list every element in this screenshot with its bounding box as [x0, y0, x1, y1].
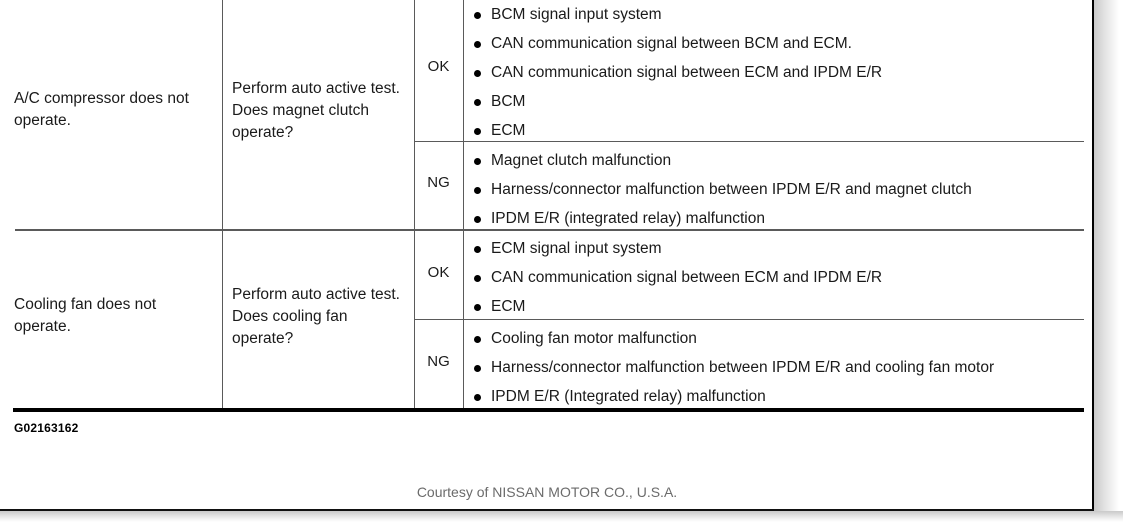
bullet-icon [474, 274, 481, 282]
symptom-cell-cooling-fan: Cooling fan does not operate. [14, 296, 157, 335]
cause-text: CAN communication signal between ECM and… [491, 64, 883, 81]
list-item: ECM [474, 116, 1084, 145]
page-bottom-border [0, 509, 1094, 511]
page-right-shadow [1094, 0, 1119, 511]
judgement-ok-row1: OK [427, 58, 450, 75]
row-divider [15, 229, 1084, 231]
column-divider-check-judgement [414, 0, 415, 411]
cause-text: CAN communication signal between BCM and… [491, 35, 852, 52]
column-divider-judgement-cause [463, 0, 464, 411]
cause-list-ng-row2: Cooling fan motor malfunction Harness/co… [474, 324, 1084, 411]
cause-text: ECM [491, 298, 526, 315]
bullet-icon [474, 393, 481, 401]
cause-text: Magnet clutch malfunction [491, 152, 672, 169]
bullet-icon [474, 40, 481, 48]
bullet-icon [474, 335, 481, 343]
page-bottom-shadow [0, 511, 1123, 522]
cause-list-ok-row1: BCM signal input system CAN communicatio… [474, 0, 1084, 145]
list-item: Harness/connector malfunction between IP… [474, 175, 1084, 204]
table-bottom-border [13, 408, 1084, 412]
list-item: IPDM E/R (integrated relay) malfunction [474, 204, 1084, 233]
symptom-cell-ac-compressor: A/C compressor does not operate. [14, 90, 189, 129]
ok-ng-divider-row2 [414, 319, 1084, 320]
bullet-icon [474, 215, 481, 223]
bullet-icon [474, 303, 481, 311]
list-item: BCM signal input system [474, 0, 1084, 29]
ok-ng-divider-row1 [414, 141, 1084, 142]
bullet-icon [474, 364, 481, 372]
page-right-border [1092, 0, 1094, 511]
list-item: BCM [474, 87, 1084, 116]
bullet-icon [474, 98, 481, 106]
check-item-cell-cooling-fan: Perform auto active test. Does cooling f… [232, 286, 400, 347]
judgement-ok-row2: OK [427, 264, 450, 281]
cause-text: BCM [491, 93, 526, 110]
cause-text: CAN communication signal between ECM and… [491, 269, 883, 286]
list-item: CAN communication signal between ECM and… [474, 58, 1084, 87]
list-item: Magnet clutch malfunction [474, 146, 1084, 175]
cause-list-ng-row1: Magnet clutch malfunction Harness/connec… [474, 146, 1084, 233]
bullet-icon [474, 11, 481, 19]
list-item: Cooling fan motor malfunction [474, 324, 1084, 353]
cause-text: Harness/connector malfunction between IP… [491, 181, 972, 198]
bullet-icon [474, 245, 481, 253]
list-item: ECM signal input system [474, 234, 1084, 263]
courtesy-notice: Courtesy of NISSAN MOTOR CO., U.S.A. [416, 484, 678, 500]
list-item: IPDM E/R (Integrated relay) malfunction [474, 382, 1084, 411]
list-item: Harness/connector malfunction between IP… [474, 353, 1084, 382]
list-item: CAN communication signal between BCM and… [474, 29, 1084, 58]
figure-code: G02163162 [14, 421, 79, 435]
column-divider-symptom-check [222, 0, 223, 411]
judgement-ng-row2: NG [427, 353, 450, 370]
judgement-ng-row1: NG [427, 174, 450, 191]
cause-list-ok-row2: ECM signal input system CAN communicatio… [474, 234, 1084, 321]
list-item: ECM [474, 292, 1084, 321]
bullet-icon [474, 186, 481, 194]
diagnostic-table: A/C compressor does not operate. Perform… [13, 0, 1084, 412]
bullet-icon [474, 69, 481, 77]
cause-text: ECM signal input system [491, 240, 662, 257]
bullet-icon [474, 127, 481, 135]
cause-text: ECM [491, 122, 526, 139]
cause-text: BCM signal input system [491, 6, 662, 23]
bullet-icon [474, 157, 481, 165]
list-item: CAN communication signal between ECM and… [474, 263, 1084, 292]
cause-text: Harness/connector malfunction between IP… [491, 359, 995, 376]
cause-text: IPDM E/R (Integrated relay) malfunction [491, 388, 766, 405]
cause-text: Cooling fan motor malfunction [491, 330, 697, 347]
cause-text: IPDM E/R (integrated relay) malfunction [491, 210, 765, 227]
check-item-cell-ac-compressor: Perform auto active test. Does magnet cl… [232, 80, 400, 141]
